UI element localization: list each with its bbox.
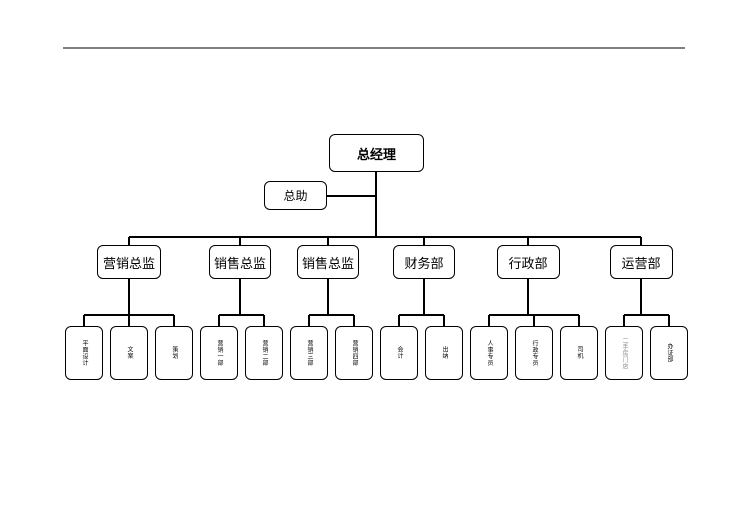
sub-unit-label: 营销二部 <box>261 339 268 367</box>
department-label: 行政部 <box>508 256 548 272</box>
sub-unit-label: 文案 <box>126 346 133 360</box>
sub-unit-box: 平面设计 <box>65 326 103 380</box>
department-label: 销售总监 <box>301 256 354 272</box>
sub-unit-label: 司机 <box>576 346 583 360</box>
department-label: 运营部 <box>621 256 661 272</box>
assistant-box: 总助 <box>264 181 327 210</box>
sub-unit-label: 行政专员 <box>531 339 538 367</box>
sub-unit-box: 营销一部 <box>200 326 238 380</box>
sub-unit-label: 二手房门店 <box>621 336 628 370</box>
department-box-6: 运营部 <box>609 245 673 279</box>
sub-unit-box: 司机 <box>560 326 598 380</box>
sub-unit-label: 办证部 <box>666 343 673 363</box>
ceo-box: 总经理 <box>329 134 424 172</box>
sub-unit-label: 营销一部 <box>216 339 223 367</box>
sub-unit-box: 行政专员 <box>515 326 553 380</box>
sub-unit-box: 文案 <box>110 326 148 380</box>
department-box-2: 销售总监 <box>209 245 271 279</box>
sub-unit-box: 出纳 <box>425 326 463 380</box>
department-box-1: 营销总监 <box>97 245 161 279</box>
ceo-label: 总经理 <box>356 147 396 163</box>
sub-unit-box: 营销二部 <box>245 326 283 380</box>
department-label: 营销总监 <box>102 256 155 272</box>
sub-unit-label: 会计 <box>396 346 403 360</box>
department-box-5: 行政部 <box>496 245 560 279</box>
sub-unit-label: 营销四部 <box>351 339 358 367</box>
sub-unit-box: 人事专员 <box>470 326 508 380</box>
sub-unit-box: 二手房门店 <box>605 326 643 380</box>
sub-unit-label: 平面设计 <box>81 339 88 367</box>
department-label: 销售总监 <box>213 256 266 272</box>
sub-unit-box: 策划 <box>155 326 193 380</box>
sub-unit-box: 会计 <box>380 326 418 380</box>
sub-unit-label: 策划 <box>171 346 178 360</box>
sub-unit-label: 营销三部 <box>306 339 313 367</box>
department-label: 财务部 <box>404 256 444 272</box>
sub-unit-label: 人事专员 <box>486 339 493 367</box>
department-box-4: 财务部 <box>393 245 455 279</box>
department-box-3: 销售总监 <box>297 245 359 279</box>
sub-unit-box: 办证部 <box>650 326 688 380</box>
sub-unit-label: 出纳 <box>441 346 448 360</box>
assistant-label: 总助 <box>283 189 308 203</box>
sub-unit-box: 营销三部 <box>290 326 328 380</box>
sub-unit-box: 营销四部 <box>335 326 373 380</box>
